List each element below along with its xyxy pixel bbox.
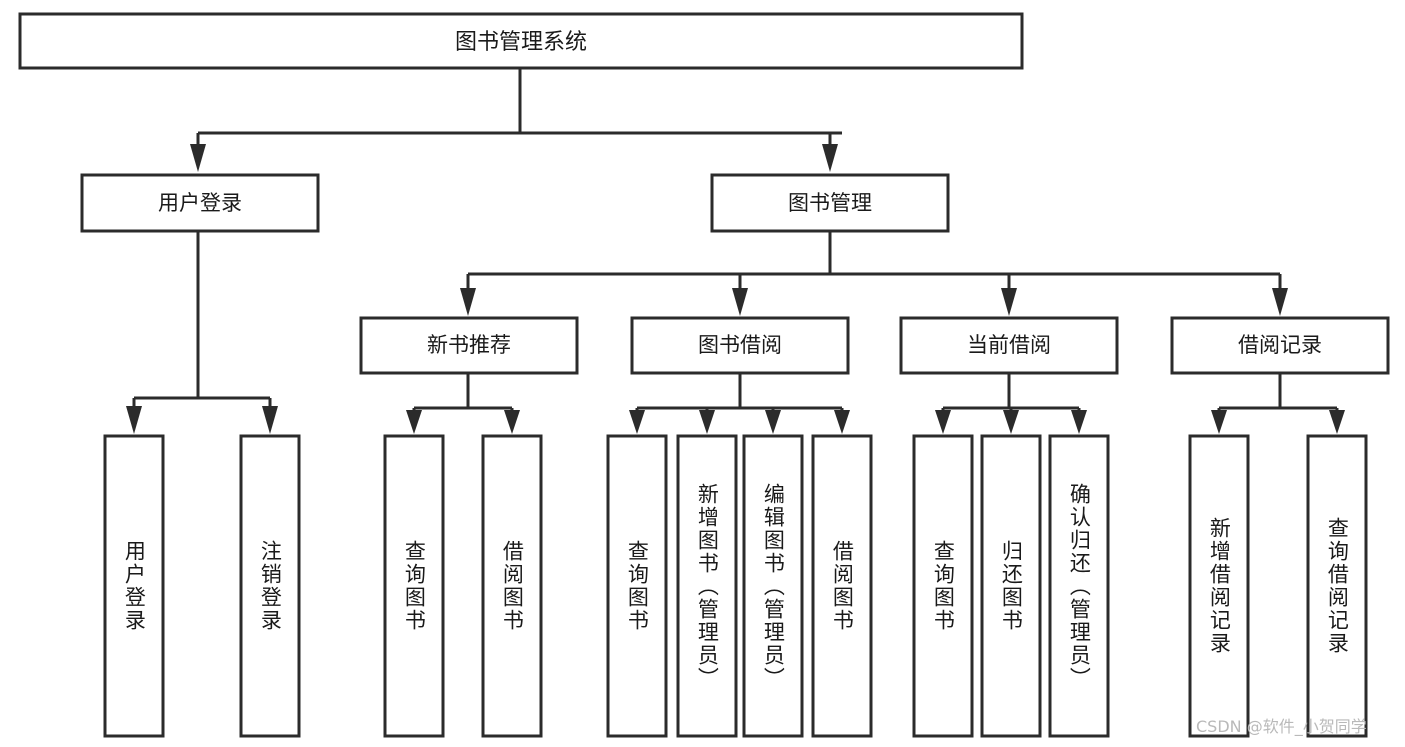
node-user-login-box[interactable] [80,173,320,233]
arrow-current-borrow-l2-icon [1003,410,1019,434]
leaf-box-return-book[interactable] [980,434,1042,738]
leaf-box-logout[interactable] [239,434,301,738]
node-current-borrow-box[interactable] [899,316,1119,375]
node-root-box[interactable] [18,12,1024,70]
leaf-box-borrow-book[interactable] [811,434,873,738]
node-book-management[interactable]: 图书管理 [710,173,950,233]
node-new-book-recommend-box[interactable] [359,316,579,375]
connector-group-user-login [126,231,278,434]
arrow-user-login-l2-icon [262,406,278,434]
leaf-box-query-book-borrow[interactable] [606,434,668,738]
connector-group-book-borrow [629,373,850,434]
node-current-borrow[interactable]: 当前借阅 [899,316,1119,375]
leaf-box-user-login[interactable] [103,434,165,738]
arrow-borrow-record-l1-icon [1211,410,1227,434]
leaf-box-query-book-current[interactable] [912,434,974,738]
node-new-book-recommend[interactable]: 新书推荐 [359,316,579,375]
arrow-book-mgmt-c2-icon [732,288,748,316]
arrow-root-to-book-mgmt-icon [822,144,838,172]
arrow-new-book-l2-icon [504,410,520,434]
arrow-book-borrow-l2-icon [699,410,715,434]
arrow-user-login-l1-icon [126,406,142,434]
node-book-management-label: 图书管理 [788,191,872,215]
leaf-box-borrow-book-newbook[interactable] [481,434,543,738]
arrow-book-borrow-l1-icon [629,410,645,434]
node-book-borrow-box[interactable] [630,316,850,375]
watermark-text: CSDN @软件_小贺同学 [1196,717,1367,736]
arrow-book-mgmt-c1-icon [460,288,476,316]
connector-group-borrow-record [1211,373,1345,434]
leaf-box-add-book-admin[interactable] [676,434,738,738]
leaf-box-add-borrow-record[interactable] [1188,434,1250,738]
arrow-book-borrow-l3-icon [765,410,781,434]
node-book-borrow-label: 图书借阅 [698,333,782,357]
node-root-label: 图书管理系统 [455,30,587,55]
leaf-box-query-borrow-record[interactable] [1306,434,1368,738]
connector-group-book-mgmt [460,231,1288,316]
arrow-new-book-l1-icon [406,410,422,434]
node-user-login-label: 用户登录 [158,191,242,215]
connector-group-current-borrow [935,373,1087,434]
node-book-management-box[interactable] [710,173,950,233]
connector-group-new-book [406,373,520,434]
leaf-box-confirm-return-admin[interactable] [1048,434,1110,738]
node-borrow-record-label: 借阅记录 [1238,333,1322,357]
arrow-book-mgmt-c4-icon [1272,288,1288,316]
arrow-current-borrow-l1-icon [935,410,951,434]
connector-group-root [190,68,842,172]
node-borrow-record[interactable]: 借阅记录 [1170,316,1390,375]
node-root[interactable]: 图书管理系统 [18,12,1024,70]
node-current-borrow-label: 当前借阅 [967,333,1051,357]
node-borrow-record-box[interactable] [1170,316,1390,375]
leaf-box-query-book-newbook[interactable] [383,434,445,738]
leaf-nodes-group [103,434,1368,738]
arrow-root-to-user-login-icon [190,144,206,172]
arrow-current-borrow-l3-icon [1071,410,1087,434]
node-new-book-recommend-label: 新书推荐 [427,333,511,357]
arrow-book-borrow-l4-icon [834,410,850,434]
leaf-box-edit-book-admin[interactable] [742,434,804,738]
arrow-borrow-record-l2-icon [1329,410,1345,434]
node-book-borrow[interactable]: 图书借阅 [630,316,850,375]
arrow-book-mgmt-c3-icon [1001,288,1017,316]
node-user-login[interactable]: 用户登录 [80,173,320,233]
